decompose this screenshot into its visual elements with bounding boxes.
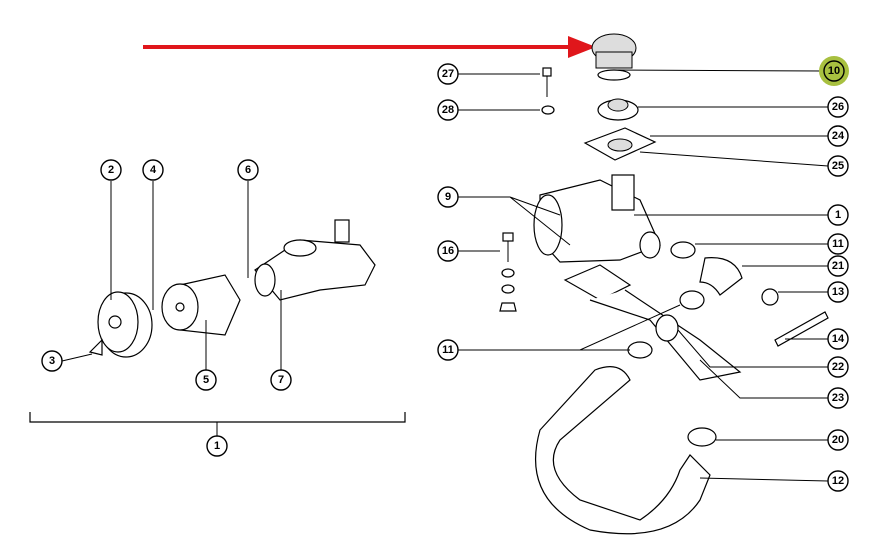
callout-6: 6 — [237, 159, 259, 181]
right-assembly-drawing — [458, 33, 829, 535]
svg-text:5: 5 — [203, 374, 209, 386]
callout-22: 22 — [827, 356, 849, 378]
callout-21: 21 — [827, 255, 849, 277]
callout-7: 7 — [270, 369, 292, 391]
red-arrow-pointer — [143, 36, 596, 58]
callout-25: 25 — [827, 155, 849, 177]
callout-4: 4 — [142, 159, 164, 181]
callout-9: 9 — [437, 186, 459, 208]
callout-23: 23 — [827, 387, 849, 409]
left-assembly-drawing — [29, 181, 406, 436]
callout-12: 12 — [827, 470, 849, 492]
svg-text:21: 21 — [832, 260, 844, 272]
svg-text:23: 23 — [832, 392, 844, 404]
svg-text:6: 6 — [245, 164, 251, 176]
svg-text:22: 22 — [832, 361, 844, 373]
svg-text:10: 10 — [828, 65, 840, 77]
callout-26: 26 — [827, 96, 849, 118]
callout-2: 2 — [100, 159, 122, 181]
callout-1-left: 1 — [206, 435, 228, 457]
svg-text:26: 26 — [832, 101, 844, 113]
callout-27: 27 — [437, 63, 459, 85]
callout-16: 16 — [437, 240, 459, 262]
svg-text:28: 28 — [442, 104, 454, 116]
svg-text:7: 7 — [278, 374, 284, 386]
svg-text:25: 25 — [832, 160, 844, 172]
callout-3: 3 — [41, 350, 63, 372]
svg-text:1: 1 — [214, 440, 220, 452]
svg-text:4: 4 — [150, 164, 157, 176]
svg-text:13: 13 — [832, 286, 844, 298]
callout-11-right: 11 — [827, 233, 849, 255]
svg-text:16: 16 — [442, 245, 454, 257]
svg-text:11: 11 — [832, 238, 844, 250]
svg-text:12: 12 — [832, 475, 844, 487]
callout-24: 24 — [827, 125, 849, 147]
callout-5: 5 — [195, 369, 217, 391]
svg-text:2: 2 — [108, 164, 114, 176]
svg-text:24: 24 — [832, 130, 845, 142]
callout-14: 14 — [827, 328, 849, 350]
callout-11-left: 11 — [437, 339, 459, 361]
svg-text:3: 3 — [49, 355, 55, 367]
callout-20: 20 — [827, 429, 849, 451]
callout-1-right: 1 — [827, 204, 849, 226]
callout-28: 28 — [437, 99, 459, 121]
svg-text:11: 11 — [442, 344, 454, 356]
svg-text:1: 1 — [835, 209, 841, 221]
callout-13: 13 — [827, 281, 849, 303]
svg-text:9: 9 — [445, 191, 451, 203]
svg-text:27: 27 — [442, 68, 454, 80]
callout-10-highlighted: 10 — [819, 56, 849, 86]
svg-text:20: 20 — [832, 434, 844, 446]
svg-text:14: 14 — [832, 333, 845, 345]
